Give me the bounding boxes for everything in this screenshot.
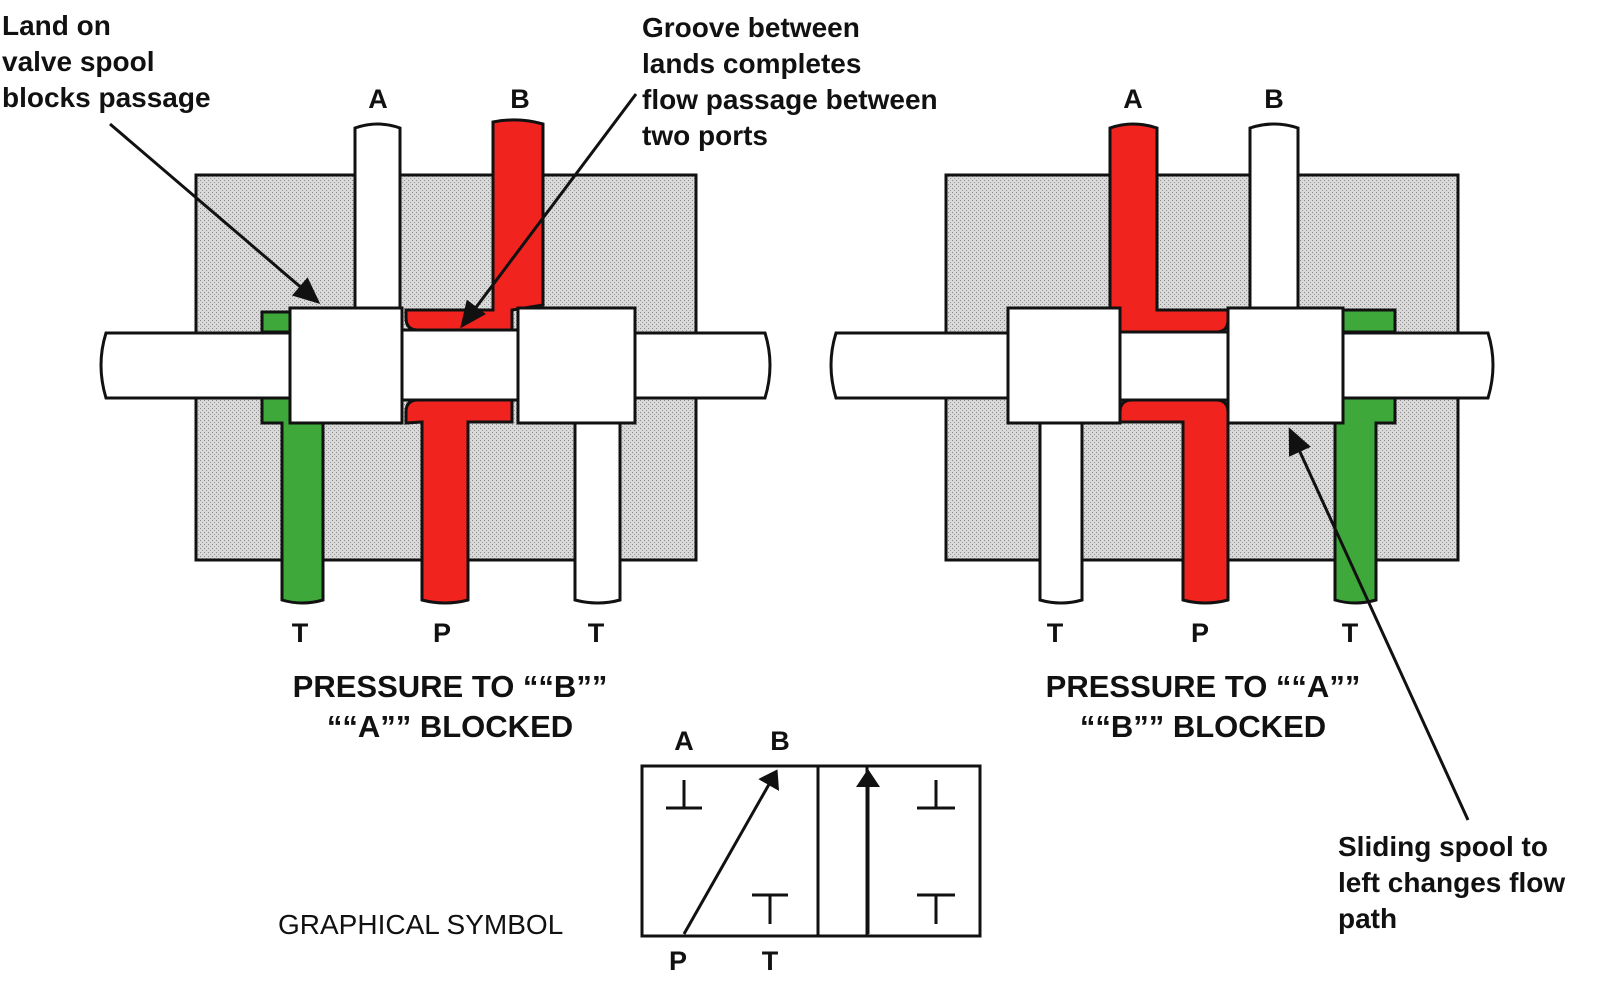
left-port-a-label: A — [368, 84, 388, 114]
graphical-symbol: A B P T GRAPHICAL SYMBOL — [278, 726, 982, 976]
right-pressure-passage-p — [1118, 398, 1230, 605]
left-port-b-label: B — [510, 84, 530, 114]
symbol-port-p: P — [669, 946, 687, 976]
callout-groove: Groove between lands completes flow pass… — [460, 12, 938, 329]
right-port-a-label: A — [1123, 84, 1143, 114]
right-spool-land-2 — [1226, 306, 1345, 425]
right-port-t2-label: T — [1342, 618, 1359, 648]
callout-groove-line-1: Groove between — [642, 12, 860, 43]
left-port-t-right-pipe — [573, 420, 622, 605]
right-caption-line-1: PRESSURE TO ““A”” — [1046, 669, 1361, 704]
symbol-box — [640, 764, 982, 938]
left-port-t1-label: T — [292, 618, 309, 648]
left-pressure-passage-p — [404, 398, 514, 605]
callout-land-arrow — [109, 122, 321, 304]
symbol-port-t: T — [762, 946, 779, 976]
right-spool-land-1 — [1006, 306, 1122, 425]
right-valve — [829, 122, 1495, 605]
callout-land-line-2: valve spool — [2, 46, 155, 77]
right-tank-passage — [1341, 308, 1397, 334]
right-port-t-left-pipe — [1038, 420, 1084, 605]
callout-groove-line-3: flow passage between — [642, 84, 938, 115]
right-port-p-label: P — [1191, 618, 1209, 648]
callout-land-line-1: Land on — [2, 10, 111, 41]
symbol-caption: GRAPHICAL SYMBOL — [278, 909, 563, 940]
left-spool-rod — [99, 331, 294, 400]
callout-sliding: Sliding spool to left changes flow path — [1288, 427, 1565, 934]
symbol-p-to-b-arrow — [682, 769, 780, 935]
callout-sliding-line-3: path — [1338, 903, 1397, 934]
right-port-b-pipe — [1248, 122, 1300, 312]
callout-groove-arrow — [460, 93, 638, 329]
right-port-b-label: B — [1264, 84, 1284, 114]
right-caption-line-2: ““B”” BLOCKED — [1080, 709, 1326, 744]
callout-land-line-3: blocks passage — [2, 82, 211, 113]
left-valve — [99, 118, 772, 605]
left-spool-neck — [398, 328, 522, 402]
callout-sliding-line-1: Sliding spool to — [1338, 831, 1548, 862]
left-port-p-label: P — [433, 618, 451, 648]
callout-groove-line-2: lands completes — [642, 48, 861, 79]
symbol-port-b: B — [770, 726, 790, 756]
symbol-port-a: A — [674, 726, 694, 756]
left-spool-rod-right — [633, 331, 772, 400]
right-port-t1-label: T — [1047, 618, 1064, 648]
callout-sliding-line-2: left changes flow — [1338, 867, 1565, 898]
left-caption-line-1: PRESSURE TO ““B”” — [293, 669, 608, 704]
right-spool-rod-right — [1341, 331, 1495, 400]
left-spool-land-1 — [288, 306, 404, 425]
left-caption-line-2: ““A”” BLOCKED — [327, 709, 573, 744]
callout-land: Land on valve spool blocks passage — [2, 10, 321, 304]
right-spool-rod-left — [829, 331, 1012, 400]
left-spool-land-2 — [516, 306, 637, 425]
callout-groove-line-4: two ports — [642, 120, 768, 151]
callout-sliding-arrow — [1288, 427, 1470, 821]
left-tank-passage — [260, 310, 292, 334]
right-tank-passage-lower — [1333, 396, 1397, 605]
right-spool-neck — [1118, 330, 1232, 402]
left-port-a-pipe — [353, 122, 402, 312]
left-port-t2-label: T — [588, 618, 605, 648]
